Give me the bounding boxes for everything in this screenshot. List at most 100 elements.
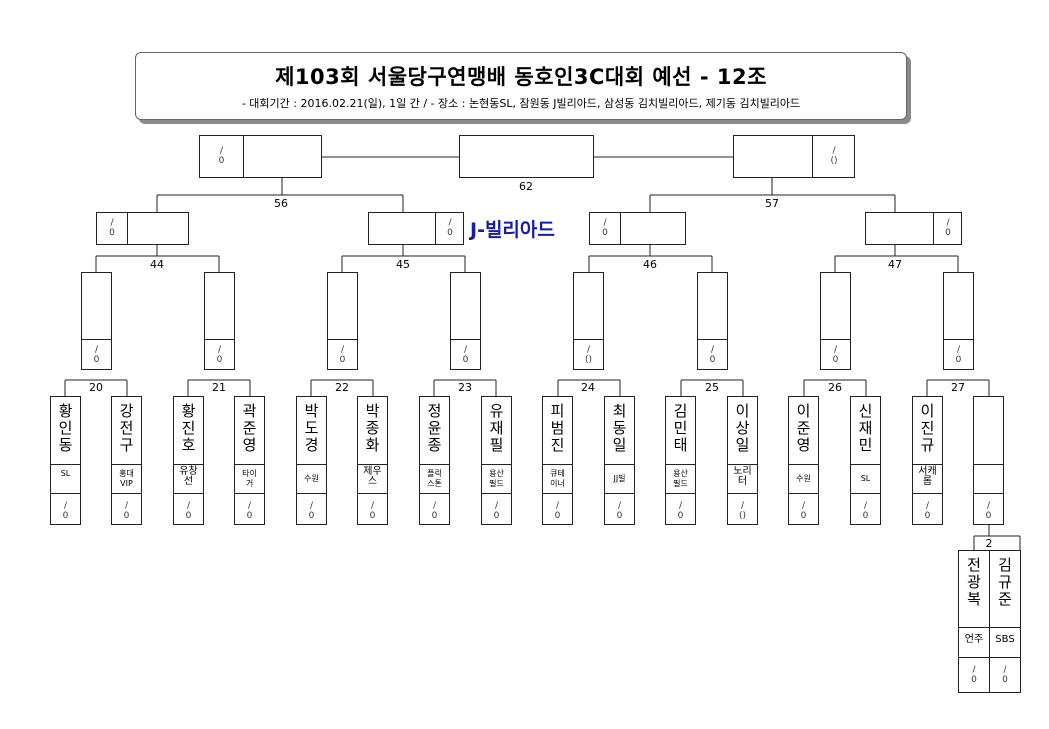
match-number-25: 25 bbox=[705, 381, 719, 394]
semi-score-1: / 0 bbox=[109, 218, 115, 238]
match-number-45: 45 bbox=[396, 258, 410, 271]
player-score: / 0 bbox=[185, 501, 192, 521]
quarter-slot-6[interactable]: / 0 bbox=[697, 272, 728, 370]
player-club bbox=[974, 469, 1003, 493]
player-score: / 0 bbox=[985, 501, 992, 521]
quarter-slot-4[interactable]: / 0 bbox=[450, 272, 481, 370]
player-name: 곽 준 영 bbox=[242, 402, 257, 454]
final-right-slot[interactable]: / () bbox=[733, 135, 855, 178]
final-left-slot[interactable]: / 0 bbox=[199, 135, 322, 178]
quarter-score-2: / 0 bbox=[216, 345, 223, 365]
player-score: / 0 bbox=[308, 501, 315, 521]
player-score: / 0 bbox=[677, 501, 684, 521]
match-number-24: 24 bbox=[581, 381, 595, 394]
venue-label: J-빌리아드 bbox=[470, 219, 555, 241]
player-score: / 0 bbox=[246, 501, 253, 521]
player-name: 이 진 규 bbox=[920, 402, 935, 454]
quarter-slot-3[interactable]: / 0 bbox=[327, 272, 358, 370]
player-club: SBS bbox=[995, 634, 1015, 645]
player-name: 박 종 화 bbox=[365, 402, 380, 454]
match-number-46: 46 bbox=[643, 258, 657, 271]
semi-slot-3[interactable]: / 0 bbox=[589, 212, 686, 245]
match-number-62: 62 bbox=[519, 180, 533, 193]
player-club: 용산 필드 bbox=[673, 469, 688, 488]
player-club: 용산 필드 bbox=[489, 469, 504, 488]
player-name: 유 재 필 bbox=[489, 402, 504, 454]
player-name: 박 도 경 bbox=[304, 402, 319, 454]
semi-score-3: / 0 bbox=[602, 218, 608, 238]
player-club: 수원 bbox=[796, 474, 811, 483]
player-score: / 0 bbox=[62, 501, 69, 521]
player-club: 노리 터 bbox=[733, 466, 752, 487]
player-score: / () bbox=[738, 501, 747, 521]
quarter-slot-8[interactable]: / 0 bbox=[943, 272, 974, 370]
prelim-player-card[interactable]: 김 규 준 SBS / 0 bbox=[989, 550, 1021, 693]
quarter-slot-5[interactable]: / () bbox=[573, 272, 604, 370]
match-number-20: 20 bbox=[89, 381, 103, 394]
quarter-slot-2[interactable]: / 0 bbox=[204, 272, 235, 370]
title-panel: 제103회 서울당구연맹배 동호인3C대회 예선 - 12조 - 대회기간 : … bbox=[135, 52, 907, 120]
semi-score-4: / 0 bbox=[945, 218, 951, 238]
player-score: / 0 bbox=[1002, 665, 1008, 685]
semi-slot-2[interactable]: / 0 bbox=[368, 212, 464, 245]
player-score: / 0 bbox=[554, 501, 561, 521]
player-name: 정 윤 종 bbox=[427, 402, 442, 454]
player-club: 타이 거 bbox=[242, 469, 257, 488]
player-name: 신 재 민 bbox=[858, 402, 873, 454]
semi-slot-1[interactable]: / 0 bbox=[96, 212, 189, 245]
player-score: / 0 bbox=[493, 501, 500, 521]
match-number-22: 22 bbox=[335, 381, 349, 394]
player-name: 김 민 태 bbox=[673, 402, 688, 454]
player-club: 유창 선 bbox=[179, 466, 198, 487]
player-name: 황 진 호 bbox=[181, 402, 196, 454]
final-left-score: / 0 bbox=[218, 146, 225, 166]
player-card-empty[interactable]: / 0 bbox=[973, 396, 1004, 525]
match-number-21: 21 bbox=[212, 381, 226, 394]
match-number-2: 2 bbox=[985, 537, 993, 550]
quarter-score-8: / 0 bbox=[955, 345, 962, 365]
player-score: / 0 bbox=[862, 501, 869, 521]
player-name: 김 규 준 bbox=[998, 556, 1012, 608]
player-name: 최 동 일 bbox=[612, 402, 627, 454]
match-number-27: 27 bbox=[951, 381, 965, 394]
quarter-score-3: / 0 bbox=[339, 345, 346, 365]
player-name: 피 범 진 bbox=[550, 402, 565, 454]
quarter-score-5: / () bbox=[584, 345, 593, 365]
semi-score-2: / 0 bbox=[447, 218, 453, 238]
final-center-slot[interactable] bbox=[459, 135, 594, 178]
quarter-score-6: / 0 bbox=[709, 345, 716, 365]
event-info: - 대회기간 : 2016.02.21(일), 1일 간 / - 장소 : 논현… bbox=[241, 97, 801, 110]
player-name: 이 준 영 bbox=[796, 402, 811, 454]
quarter-score-4: / 0 bbox=[462, 345, 469, 365]
semi-slot-4[interactable]: / 0 bbox=[865, 212, 962, 245]
player-club: 언주 bbox=[964, 634, 984, 645]
quarter-slot-7[interactable]: / 0 bbox=[820, 272, 851, 370]
match-number-56: 56 bbox=[274, 197, 288, 210]
match-number-47: 47 bbox=[888, 258, 902, 271]
quarter-slot-1[interactable]: / 0 bbox=[81, 272, 112, 370]
match-number-44: 44 bbox=[150, 258, 164, 271]
match-number-57: 57 bbox=[765, 197, 779, 210]
player-score: / 0 bbox=[369, 501, 376, 521]
player-club: 큐테 이너 bbox=[550, 469, 565, 488]
quarter-score-7: / 0 bbox=[832, 345, 839, 365]
player-score: / 0 bbox=[971, 665, 977, 685]
player-score: / 0 bbox=[800, 501, 807, 521]
